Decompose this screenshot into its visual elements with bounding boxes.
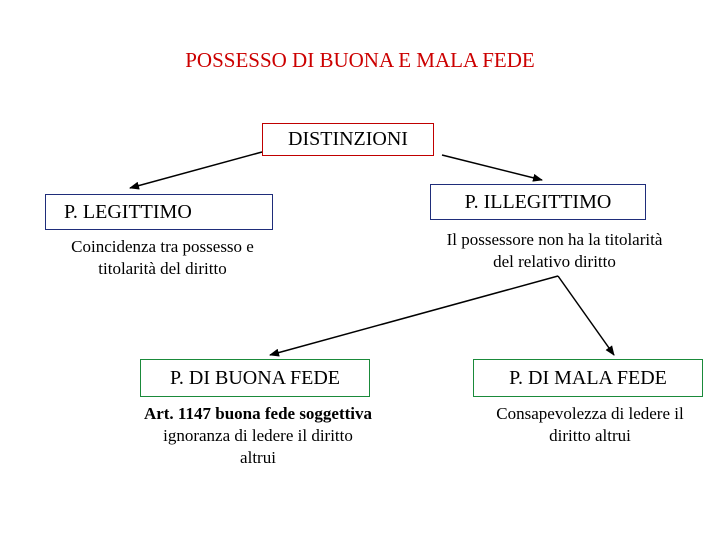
illegittimo-description: Il possessore non ha la titolarità del r…	[412, 229, 697, 273]
buona-fede-desc-line: ignoranza di ledere il diritto	[163, 426, 353, 445]
node-distinzioni: DISTINZIONI	[262, 123, 434, 156]
arrow-to-legittimo	[129, 151, 263, 190]
illegittimo-desc-line: Il possessore non ha la titolarità	[446, 230, 663, 249]
arrow-to-mala-fede	[557, 275, 615, 356]
legittimo-desc-line: Coincidenza tra possesso e	[71, 237, 254, 256]
node-mala-fede: P. DI MALA FEDE	[473, 359, 703, 397]
page-title: POSSESSO DI BUONA E MALA FEDE	[185, 48, 535, 72]
arrow-to-buona-fede	[269, 275, 559, 357]
mala-fede-description: Consapevolezza di ledere il diritto altr…	[470, 403, 710, 447]
legittimo-description: Coincidenza tra possesso e titolarità de…	[40, 236, 285, 280]
node-illegittimo: P. ILLEGITTIMO	[430, 184, 646, 220]
arrow-to-illegittimo	[441, 154, 543, 182]
mala-fede-desc-line: diritto altrui	[549, 426, 631, 445]
buona-fede-description: Art. 1147 buona fede soggettiva ignoranz…	[118, 403, 398, 469]
node-buona-fede: P. DI BUONA FEDE	[140, 359, 370, 397]
buona-fede-desc-line: altrui	[240, 448, 276, 467]
buona-fede-article: Art. 1147 buona fede soggettiva	[143, 404, 373, 423]
node-legittimo: P. LEGITTIMO	[45, 194, 273, 230]
illegittimo-desc-line: del relativo diritto	[493, 252, 616, 271]
mala-fede-desc-line: Consapevolezza di ledere il	[496, 404, 684, 423]
legittimo-desc-line: titolarità del diritto	[98, 259, 227, 278]
